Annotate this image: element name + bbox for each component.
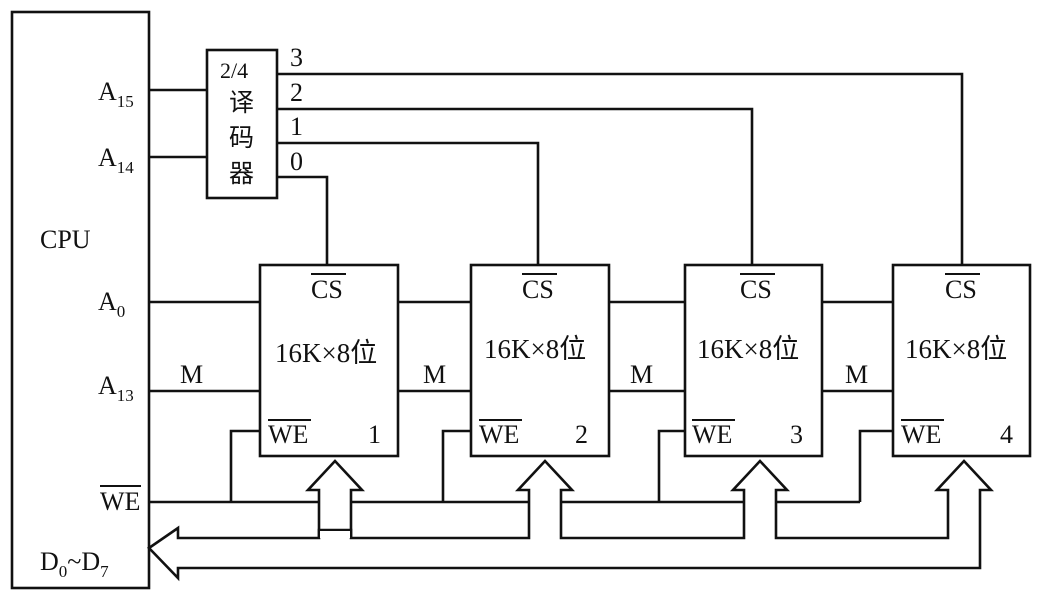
- decoder-char-2: 码: [229, 125, 254, 152]
- chip-4-we: WE: [901, 420, 941, 449]
- chip-1-capacity: 16K×8位: [275, 338, 377, 368]
- chip-1-number: 1: [368, 420, 381, 449]
- chip-2-number: 2: [575, 420, 588, 449]
- pin-a14-label: A14: [98, 143, 134, 177]
- decoder-output-0: 0: [290, 147, 303, 176]
- pin-a0-label: A0: [98, 287, 125, 321]
- decoder-output-1: 1: [290, 112, 303, 141]
- pin-a15-label: A15: [98, 77, 134, 111]
- data-bus: [146, 459, 994, 582]
- chip-2-capacity: 16K×8位: [484, 334, 586, 364]
- chip-4-cs: CS: [945, 275, 977, 304]
- chip-2-cs: CS: [522, 275, 554, 304]
- wire-we-chip2: [441, 429, 471, 502]
- chip-2-we: WE: [479, 420, 519, 449]
- chip-2-body: [469, 263, 611, 458]
- memory-chip-1: CS 16K×8位 WE 1: [258, 263, 400, 458]
- wire-we-chip4: [858, 429, 893, 502]
- wire-cs-3: [277, 107, 754, 265]
- wire-cs-1: [277, 175, 329, 265]
- wire-we-chip3: [657, 429, 685, 502]
- address-bus-label-4: M: [845, 360, 868, 389]
- cpu-block: [10, 10, 151, 590]
- chip-4-capacity: 16K×8位: [905, 334, 1007, 364]
- chip-3-body: [683, 263, 824, 458]
- decoder-output-3: 3: [290, 43, 303, 72]
- cpu-label: CPU: [40, 225, 91, 254]
- chip-1-cs: CS: [311, 275, 343, 304]
- chip-3-number: 3: [790, 420, 803, 449]
- chip-3-cs: CS: [740, 275, 772, 304]
- wire-we-chip1: [229, 429, 260, 502]
- memory-chip-3: CS 16K×8位 WE 3: [683, 263, 824, 458]
- memory-chip-4: CS 16K×8位 WE 4: [891, 263, 1032, 458]
- decoder-output-2: 2: [290, 78, 303, 107]
- address-bus-label-3: M: [630, 360, 653, 389]
- data-bus-inner: [317, 528, 353, 538]
- pin-we-label: WE: [100, 487, 140, 516]
- decoder-char-1: 译: [229, 90, 254, 117]
- data-bus-label: D0~D7: [40, 547, 109, 581]
- chip-4-body: [891, 263, 1032, 458]
- chip-1-we: WE: [268, 420, 308, 449]
- decoder-ratio: 2/4: [220, 58, 248, 83]
- decoder-char-3: 器: [229, 161, 254, 188]
- pin-a13-label: A13: [98, 371, 134, 405]
- data-bus-fill-mask: [320, 531, 350, 538]
- wire-cs-4: [277, 72, 964, 265]
- decoder-block: [205, 48, 279, 200]
- chip-3-we: WE: [692, 420, 732, 449]
- address-bus-label-1: M: [180, 360, 203, 389]
- address-bus-label-2: M: [423, 360, 446, 389]
- chip-1-body: [258, 263, 400, 458]
- chip-3-capacity: 16K×8位: [697, 334, 799, 364]
- memory-chip-2: CS 16K×8位 WE 2: [469, 263, 611, 458]
- chip-4-number: 4: [1000, 420, 1013, 449]
- wire-cs-2: [277, 141, 540, 265]
